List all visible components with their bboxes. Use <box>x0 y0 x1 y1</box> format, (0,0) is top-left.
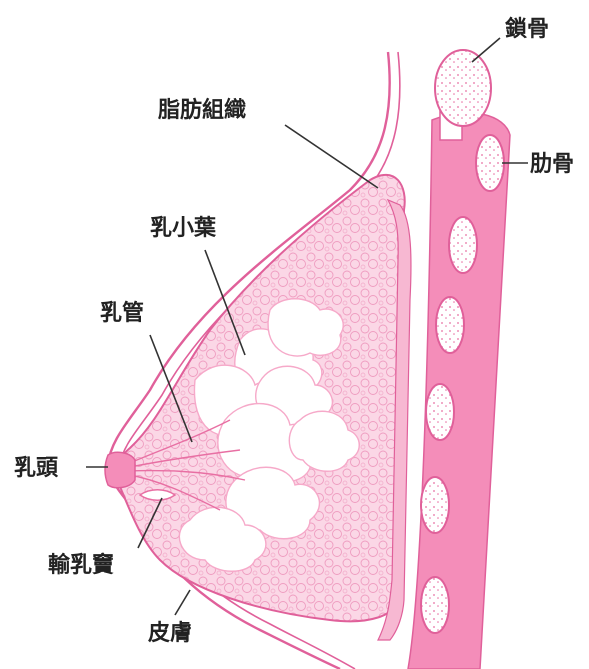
leader-skin <box>175 590 190 615</box>
leader-fat-tissue <box>285 125 378 188</box>
label-clavicle: 鎖骨 <box>505 16 549 42</box>
label-sinus: 輸乳竇 <box>48 552 114 578</box>
label-fat-tissue: 脂肪組織 <box>158 97 246 123</box>
nipple <box>105 452 135 487</box>
label-duct: 乳管 <box>100 300 144 326</box>
label-skin: 皮膚 <box>148 620 192 646</box>
label-nipple: 乳頭 <box>14 455 59 481</box>
leader-clavicle <box>472 38 500 62</box>
label-rib: 肋骨 <box>530 152 574 177</box>
chest-wall <box>408 113 510 669</box>
label-lobule: 乳小葉 <box>150 215 217 241</box>
